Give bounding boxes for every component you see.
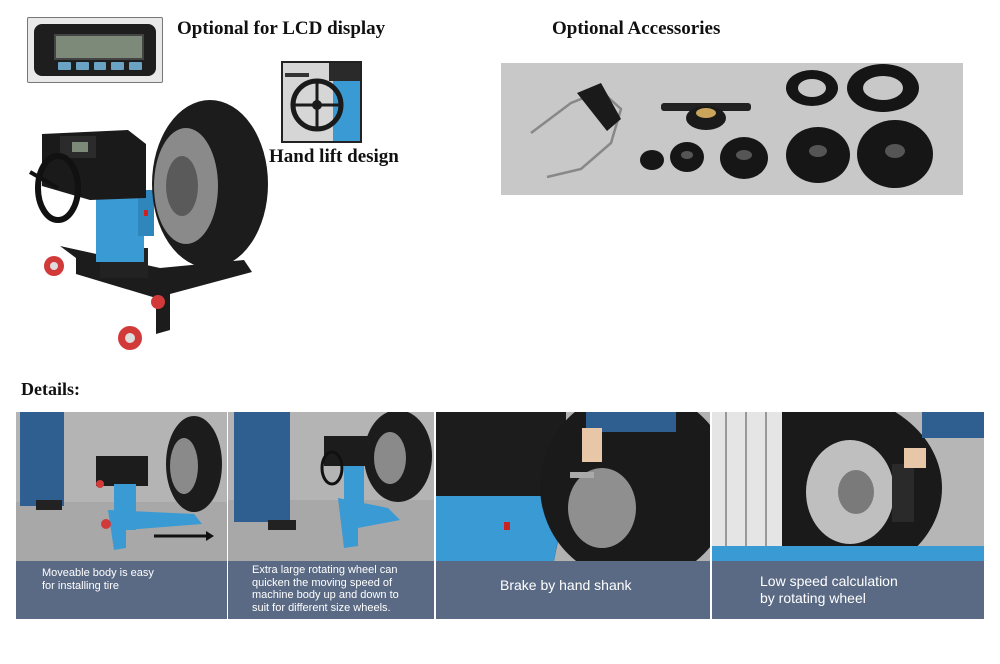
details-strip: Moveable body is easy for installing tir… [16,412,984,620]
detail-caption-brake: Brake by hand shank [436,561,710,619]
accessories-heading: Optional Accessories [552,18,721,39]
detail-photo-brake [436,412,710,561]
accessories-image [501,63,963,195]
detail-photo-moveable-body [16,412,227,561]
lcd-screen [54,34,144,60]
detail-panel-brake: Brake by hand shank [436,412,710,619]
detail-photo-low-speed [712,412,984,561]
caption-line: by rotating wheel [760,590,866,606]
caption-line: Extra large rotating wheel can [252,564,398,576]
wheel-balancer-image [20,98,280,358]
lcd-keypad [58,62,142,70]
detail-caption-moveable-body: Moveable body is easy for installing tir… [16,561,227,619]
caption-line: suit for different size wheels. [252,601,391,614]
caption-line: machine body up and down to [252,589,399,601]
caption-line: Low speed calculation [760,573,898,589]
lcd-display-image [27,17,163,83]
caption-line: Moveable body is easy [42,567,154,579]
detail-panel-rotating-wheel: Extra large rotating wheel can quicken t… [228,412,434,619]
detail-panel-low-speed: Low speed calculation by rotating wheel [712,412,984,619]
caption-line: for installing tire [42,580,120,592]
caption-line: Brake by hand shank [500,577,632,593]
details-heading: Details: [21,379,80,399]
detail-caption-rotating-wheel: Extra large rotating wheel can quicken t… [228,561,434,619]
detail-photo-rotating-wheel [228,412,434,561]
lcd-heading: Optional for LCD display [177,18,386,39]
detail-caption-low-speed: Low speed calculation by rotating wheel [712,561,984,619]
caption-line: quicken the moving speed of [252,576,393,589]
hand-lift-heading: Hand lift design [269,146,399,167]
detail-panel-moveable-body: Moveable body is easy for installing tir… [16,412,227,619]
hand-lift-image [281,61,362,143]
